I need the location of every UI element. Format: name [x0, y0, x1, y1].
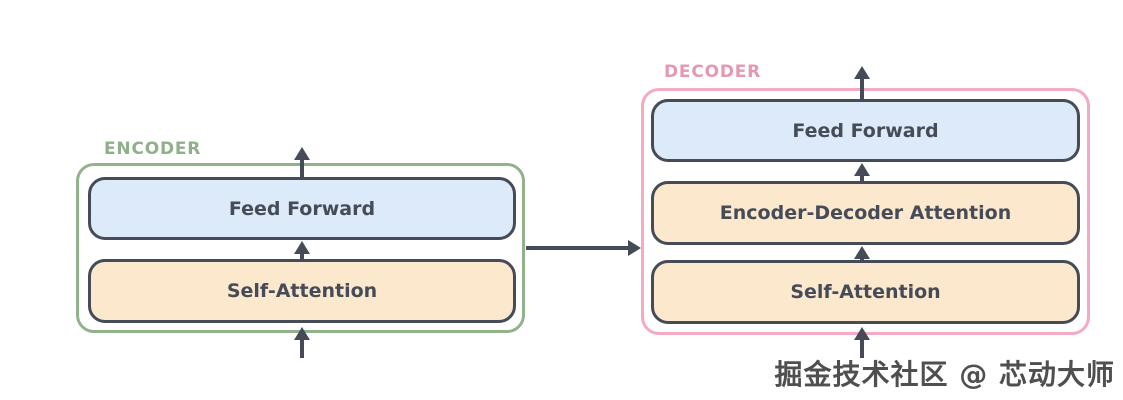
encoder-group-label: ENCODER [104, 139, 202, 159]
encoder-internal-arrow-icon [294, 241, 310, 259]
encoder-output-arrow-icon [294, 147, 310, 177]
encoder-to-decoder-arrow-icon [526, 240, 641, 256]
encoder-input-arrow-icon [294, 327, 310, 358]
encoder-feed-forward-label: Feed Forward [228, 197, 376, 220]
decoder-internal-arrow-bottom-icon [854, 246, 870, 260]
decoder-self-attention-label: Self-Attention [790, 281, 941, 303]
decoder-self-attention-block: Self-Attention [651, 260, 1080, 324]
decoder-encoder-decoder-attention-block: Encoder-Decoder Attention [651, 181, 1080, 245]
decoder-internal-arrow-top-icon [854, 163, 870, 181]
encoder-self-attention-block: Self-Attention [88, 259, 516, 323]
decoder-input-arrow-icon [854, 327, 870, 358]
decoder-encoder-decoder-attention-label: Encoder-Decoder Attention [719, 202, 1012, 224]
decoder-feed-forward-block: Feed Forward [651, 99, 1080, 162]
decoder-group-label: DECODER [664, 62, 762, 82]
encoder-feed-forward-block: Feed Forward [88, 177, 516, 240]
decoder-output-arrow-icon [854, 66, 870, 99]
encoder-self-attention-label: Self-Attention [226, 280, 378, 302]
decoder-feed-forward-label: Feed Forward [792, 119, 939, 142]
watermark-text: 掘金技术社区 @ 芯动大师 [774, 358, 1115, 391]
